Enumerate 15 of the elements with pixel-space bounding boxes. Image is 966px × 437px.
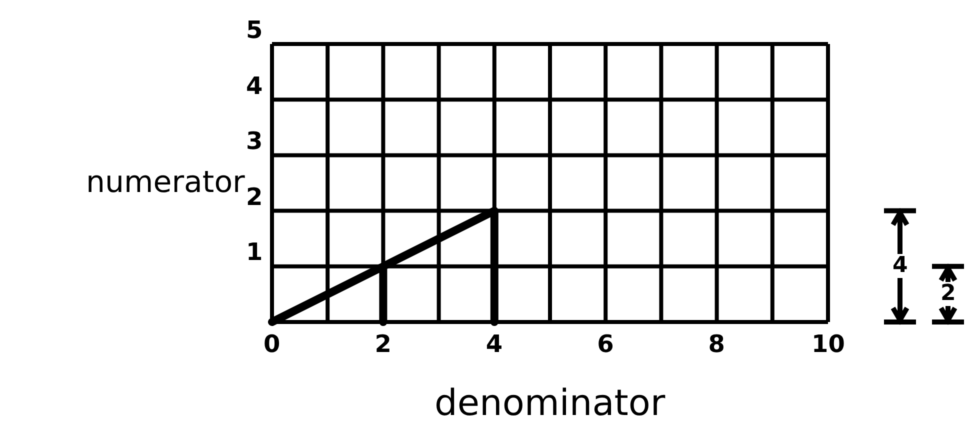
y-tick-label: 5 xyxy=(246,18,263,42)
x-tick-label: 4 xyxy=(486,332,503,356)
x-tick-label: 8 xyxy=(708,332,725,356)
x-tick-label: 0 xyxy=(264,332,280,356)
x-tick-label: 2 xyxy=(374,332,392,356)
dimension-label: 2 xyxy=(940,282,956,306)
x-tick-label: 6 xyxy=(597,332,614,356)
y-axis-label: numerator xyxy=(86,168,245,198)
y-tick-label: 1 xyxy=(246,240,263,264)
dimension-label: 4 xyxy=(892,254,908,278)
y-tick-label: 3 xyxy=(246,129,263,154)
x-axis-label: denominator xyxy=(434,386,666,422)
x-tick-label: 10 xyxy=(812,332,845,356)
y-tick-label: 2 xyxy=(246,184,263,209)
y-tick-label: 4 xyxy=(246,74,263,98)
